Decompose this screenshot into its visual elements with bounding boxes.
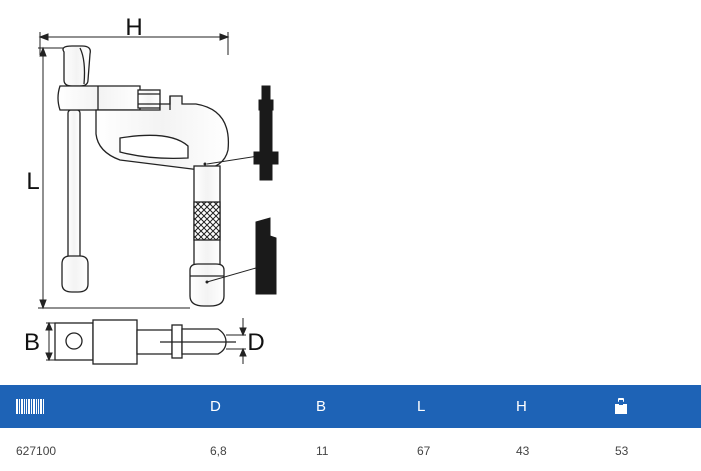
header-l: L xyxy=(417,398,426,415)
chain-tool-side-view xyxy=(54,319,236,365)
chain-tool-front-view xyxy=(57,45,230,307)
weight-icon xyxy=(615,398,627,414)
dimension-l xyxy=(38,46,190,310)
cell-h: 43 xyxy=(516,444,530,458)
header-b: B xyxy=(316,398,327,415)
cell-d: 6,8 xyxy=(210,444,227,458)
dimension-d xyxy=(226,318,247,364)
leader-lines xyxy=(206,155,259,283)
table-row: 627100 6,8 11 67 43 53 xyxy=(0,433,701,469)
spare-pin xyxy=(253,85,279,181)
spare-sleeve xyxy=(255,217,277,295)
cell-l: 67 xyxy=(417,444,431,458)
technical-drawing: H L xyxy=(24,14,279,365)
cell-weight: 53 xyxy=(615,444,629,458)
cell-b: 11 xyxy=(316,444,329,458)
dimension-d-label: D xyxy=(247,329,264,356)
dimension-h-label: H xyxy=(125,14,142,41)
barcode-icon xyxy=(16,399,44,414)
dimension-b-label: B xyxy=(24,329,40,356)
header-d: D xyxy=(210,398,221,415)
dimension-b xyxy=(45,321,60,362)
cell-article: 627100 xyxy=(16,444,57,458)
header-h: H xyxy=(516,398,527,415)
spec-table-header: D B L H xyxy=(0,385,701,428)
dimension-l-label: L xyxy=(26,168,39,195)
dimension-h xyxy=(38,32,230,55)
